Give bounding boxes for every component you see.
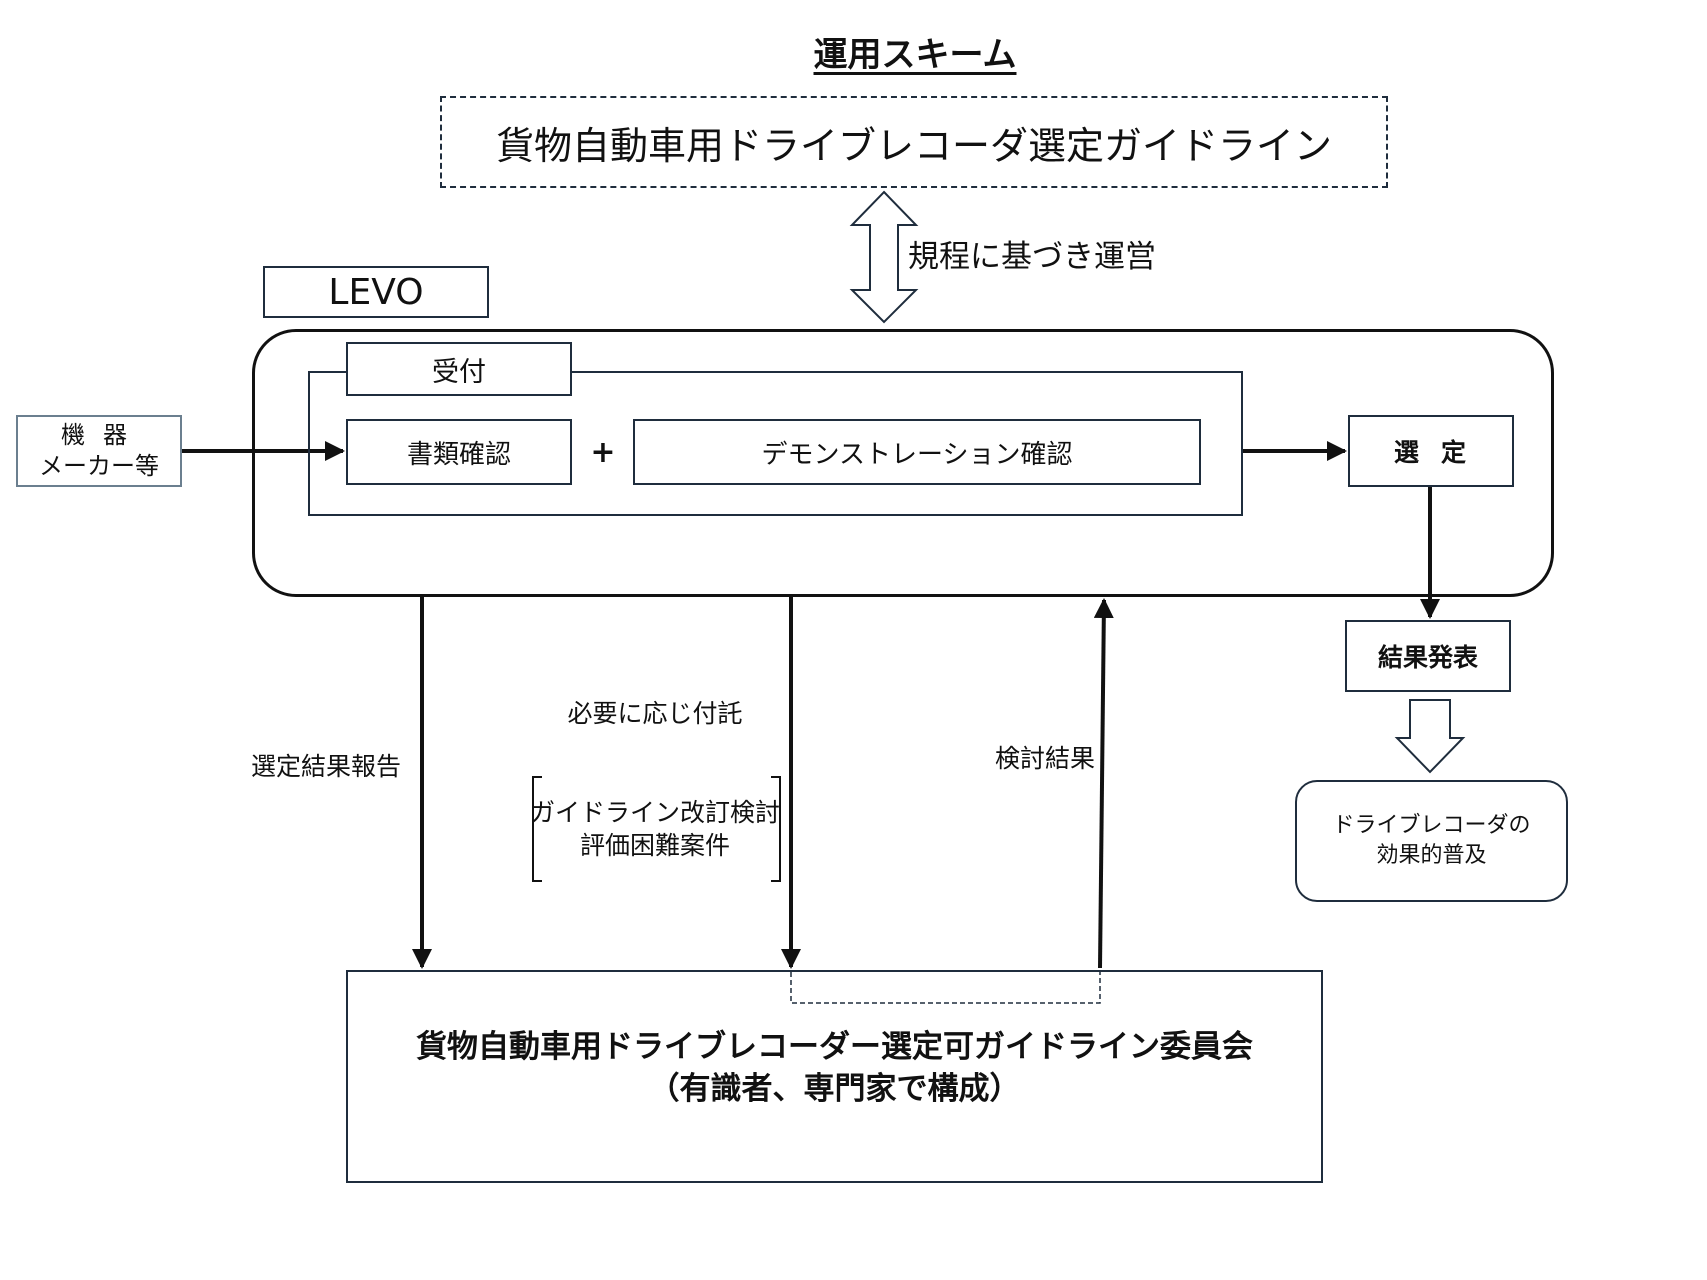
demonstration-check-box: デモンストレーション確認 bbox=[633, 419, 1201, 485]
committee-dashed-link bbox=[790, 972, 1101, 1004]
double-arrow-icon bbox=[849, 190, 919, 324]
report-label: 選定結果報告 bbox=[250, 752, 401, 781]
spread-box: ドライブレコーダの 効果的普及 bbox=[1295, 780, 1568, 902]
guideline-box: 貨物自動車用ドライブレコーダ選定ガイドライン bbox=[440, 96, 1388, 188]
review-result-label: 検討結果 bbox=[994, 744, 1095, 773]
bracket-left bbox=[532, 776, 542, 882]
page-title: 運用スキーム bbox=[813, 34, 1017, 75]
maker-box: 機器 メーカー等 bbox=[16, 415, 182, 487]
committee-name: 貨物自動車用ドライブレコーダー選定可ガイドライン委員会 bbox=[416, 1028, 1253, 1065]
bracket-right bbox=[771, 776, 781, 882]
reception-box bbox=[308, 371, 1243, 516]
selection-box: 選定 bbox=[1348, 415, 1514, 487]
committee-box: 貨物自動車用ドライブレコーダー選定可ガイドライン委員会 （有識者、専門家で構成） bbox=[346, 970, 1323, 1183]
rule-label: 規程に基づき運営 bbox=[908, 238, 1156, 275]
document-check-box: 書類確認 bbox=[346, 419, 572, 485]
result-announcement-box: 結果発表 bbox=[1345, 620, 1511, 692]
spread-line-1: ドライブレコーダの bbox=[1332, 813, 1531, 838]
entrust-items: ガイドライン改訂検討 評価困難案件 bbox=[530, 777, 780, 881]
reception-label: 受付 bbox=[346, 342, 572, 396]
plus-sign: + bbox=[590, 434, 616, 470]
entrust-item: 評価困難案件 bbox=[579, 831, 730, 860]
levo-container bbox=[252, 329, 1554, 597]
committee-note: （有識者、専門家で構成） bbox=[648, 1070, 1021, 1107]
arrow-review-up bbox=[1093, 598, 1114, 969]
spread-line-2: 効果的普及 bbox=[1376, 843, 1487, 868]
hollow-down-arrow-icon bbox=[1394, 699, 1466, 774]
entrust-item: ガイドライン改訂検討 bbox=[530, 798, 781, 827]
maker-line-1: 機器 bbox=[61, 421, 145, 449]
levo-label: LEVO bbox=[263, 266, 489, 318]
entrust-label: 必要に応じ付託 bbox=[567, 699, 743, 728]
maker-line-2: メーカー等 bbox=[39, 452, 159, 480]
